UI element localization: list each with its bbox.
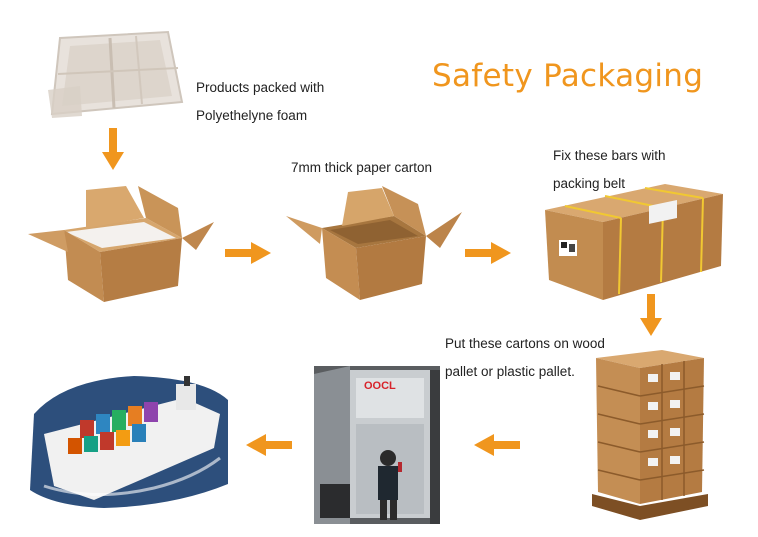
step-2-caption: 7mm thick paper carton: [291, 154, 432, 182]
arrow-down-icon: [640, 294, 662, 336]
arrow-left-icon: [474, 434, 520, 456]
arrow-right-icon: [225, 242, 271, 264]
step-4-line-2: pallet or plastic pallet.: [445, 364, 575, 379]
step-1-line-2: Polyethelyne foam: [196, 108, 308, 123]
empty-carton-image: [286, 186, 466, 302]
container-loading-image: OOCL: [314, 366, 440, 524]
step-4-caption: Put these cartons on wood pallet or plas…: [445, 330, 605, 386]
strapped-carton-image: [545, 184, 725, 302]
arrow-left-icon: [246, 434, 292, 456]
open-box-with-foam-image: [26, 186, 216, 304]
step-2-line-1: 7mm thick paper carton: [291, 160, 433, 175]
step-3-line-1: Fix these bars with: [553, 148, 666, 163]
step-4-line-1: Put these cartons on wood: [445, 336, 605, 351]
step-1-line-1: Products packed with: [196, 80, 325, 95]
arrow-right-icon: [465, 242, 511, 264]
diagram-title: Safety Packaging: [432, 58, 704, 94]
arrow-down-icon: [102, 128, 124, 170]
cargo-ship-image: [24, 374, 230, 508]
container-brand-label: OOCL: [364, 380, 396, 392]
step-1-caption: Products packed with Polyethelyne foam: [196, 74, 324, 130]
pallet-stack-image: [592, 346, 710, 522]
foam-bag-image: [40, 28, 190, 120]
step-3-caption: Fix these bars with packing belt: [553, 142, 666, 198]
step-3-line-2: packing belt: [553, 176, 626, 191]
